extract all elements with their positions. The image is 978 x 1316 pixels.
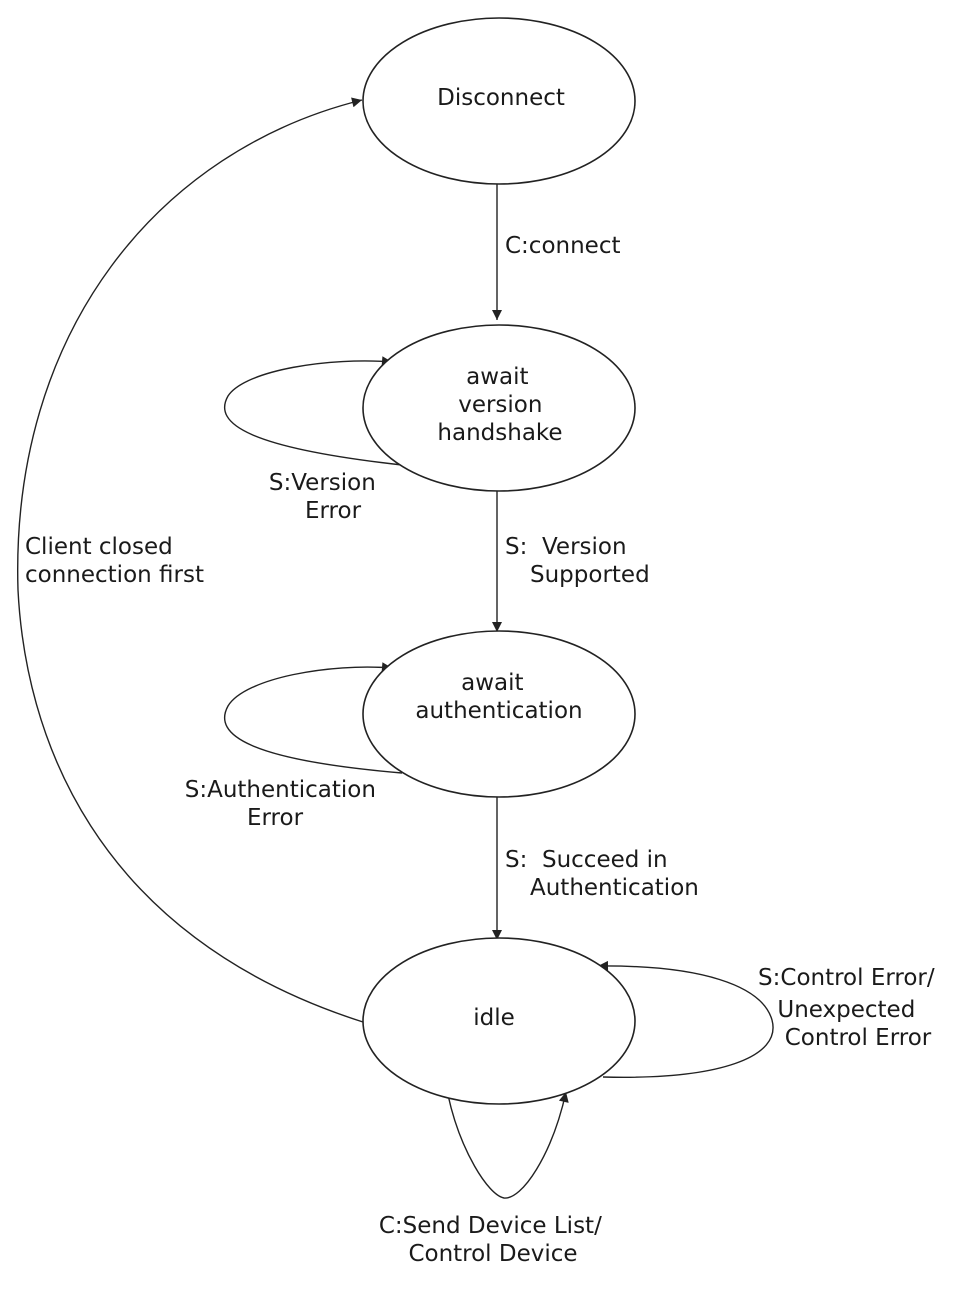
state-disconnect <box>362 17 636 185</box>
edge-send-device-list-loop <box>447 1091 569 1199</box>
edge-label-control-error: S:Control Error/ Unexpected Control Erro… <box>758 965 942 1051</box>
edge-label-auth-succeed: S: Succeed in Authentication <box>505 847 699 901</box>
edge-label-version-error: S:Version Error <box>269 470 383 524</box>
edge-control-error-loop <box>597 960 774 1078</box>
state-label-await-version: await version handshake <box>437 364 562 446</box>
edge-client-closed <box>17 97 364 1023</box>
edge-label-send-device-list: C:Send Device List/ Control Device <box>379 1213 609 1267</box>
state-await-version-handshake <box>362 324 636 492</box>
state-label-await-authentication: await authentication <box>415 670 582 724</box>
edge-label-auth-error: S:Authentication Error <box>185 777 384 831</box>
edge-label-connect: C:connect <box>505 233 621 259</box>
state-idle <box>362 937 636 1105</box>
state-label-disconnect: Disconnect <box>437 85 565 111</box>
edge-auth-error-loop <box>223 662 403 774</box>
state-await-authentication <box>362 630 636 798</box>
edge-label-client-closed: Client closed connection first <box>25 534 204 588</box>
edge-label-version-supported: S: Version Supported <box>0 0 672 588</box>
state-label-idle: idle <box>473 1005 515 1031</box>
edge-version-error-loop <box>223 356 403 466</box>
